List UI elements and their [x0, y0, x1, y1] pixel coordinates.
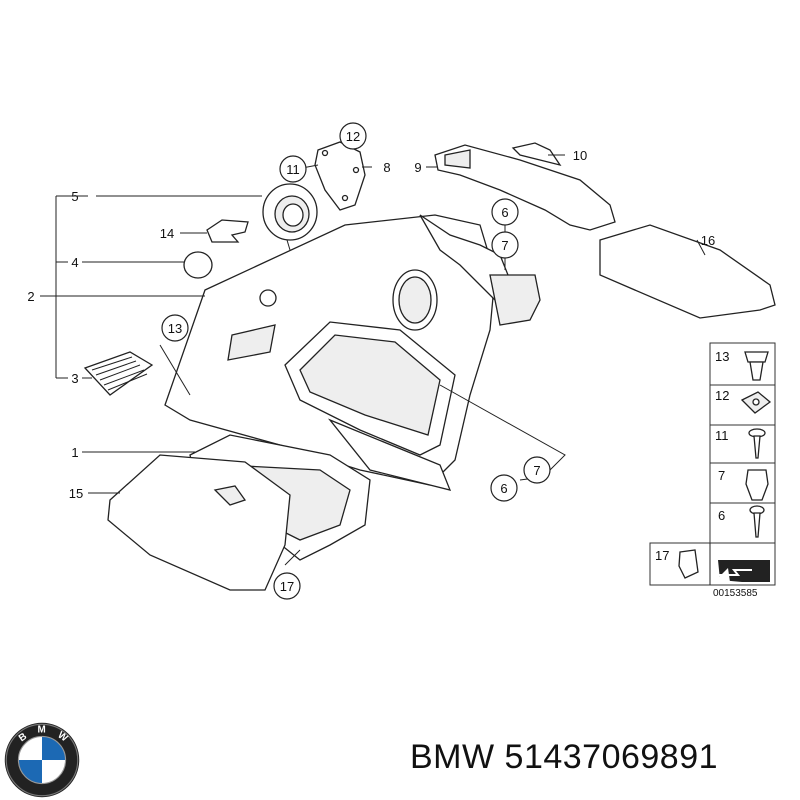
push-clip-icon: [744, 351, 769, 381]
callout-1: 1: [71, 445, 78, 460]
svg-text:M: M: [37, 725, 45, 736]
callout-15: 15: [69, 486, 83, 501]
speaker-plate: [314, 141, 366, 211]
callout-3: 3: [71, 371, 78, 386]
fastener-legend: 13 12 11 7 6 17: [649, 342, 776, 599]
cover-part: [599, 224, 776, 319]
callout-10: 10: [573, 148, 587, 163]
bmw-logo: B M W: [4, 722, 80, 798]
callout-6b: 6: [500, 481, 507, 496]
clip-icon: [678, 549, 699, 579]
callout-16: 16: [701, 233, 715, 248]
small-cover: [511, 142, 562, 167]
callout-6a: 6: [501, 205, 508, 220]
leader-lines: [82, 154, 706, 566]
callout-14: 14: [160, 226, 174, 241]
part-14: [206, 219, 249, 243]
screw-icon: [748, 428, 766, 459]
legend-item-12: 12: [715, 388, 729, 403]
nut-plate-icon: [740, 391, 772, 414]
legend-item-7: 7: [718, 468, 725, 483]
callout-bubbles: [161, 122, 551, 600]
legend-item-13: 13: [715, 349, 729, 364]
vent-grille: [83, 351, 154, 396]
callout-13: 13: [168, 321, 182, 336]
arrow-icon: [716, 560, 770, 582]
legend-item-11: 11: [715, 428, 729, 443]
storage-lid: [107, 454, 291, 591]
callout-11: 11: [286, 162, 300, 177]
part-number-caption: BMW 51437069891: [410, 738, 719, 776]
legend-item-17: 17: [655, 548, 669, 563]
callout-12: 12: [346, 129, 360, 144]
callout-17: 17: [280, 579, 294, 594]
callout-8: 8: [383, 160, 390, 175]
side-trim-panel: [164, 214, 541, 491]
callout-2: 2: [27, 289, 34, 304]
expansion-nut-icon: [745, 469, 769, 501]
upper-trim-strip: [434, 144, 616, 231]
callout-7b: 7: [533, 463, 540, 478]
screw-icon: [749, 505, 765, 538]
diagram-number: 00153585: [713, 588, 758, 599]
callout-7a: 7: [501, 238, 508, 253]
callout-9: 9: [414, 160, 421, 175]
speaker-ring: [262, 183, 318, 241]
callout-labels: 12 11 8 9 10 6 7 16 5 14 4 2 13 3 1 7 6 …: [27, 129, 715, 594]
group-bracket: [40, 195, 262, 379]
callout-4: 4: [71, 255, 78, 270]
callout-5: 5: [71, 189, 78, 204]
round-plug: [183, 251, 213, 279]
legend-item-6: 6: [718, 508, 725, 523]
